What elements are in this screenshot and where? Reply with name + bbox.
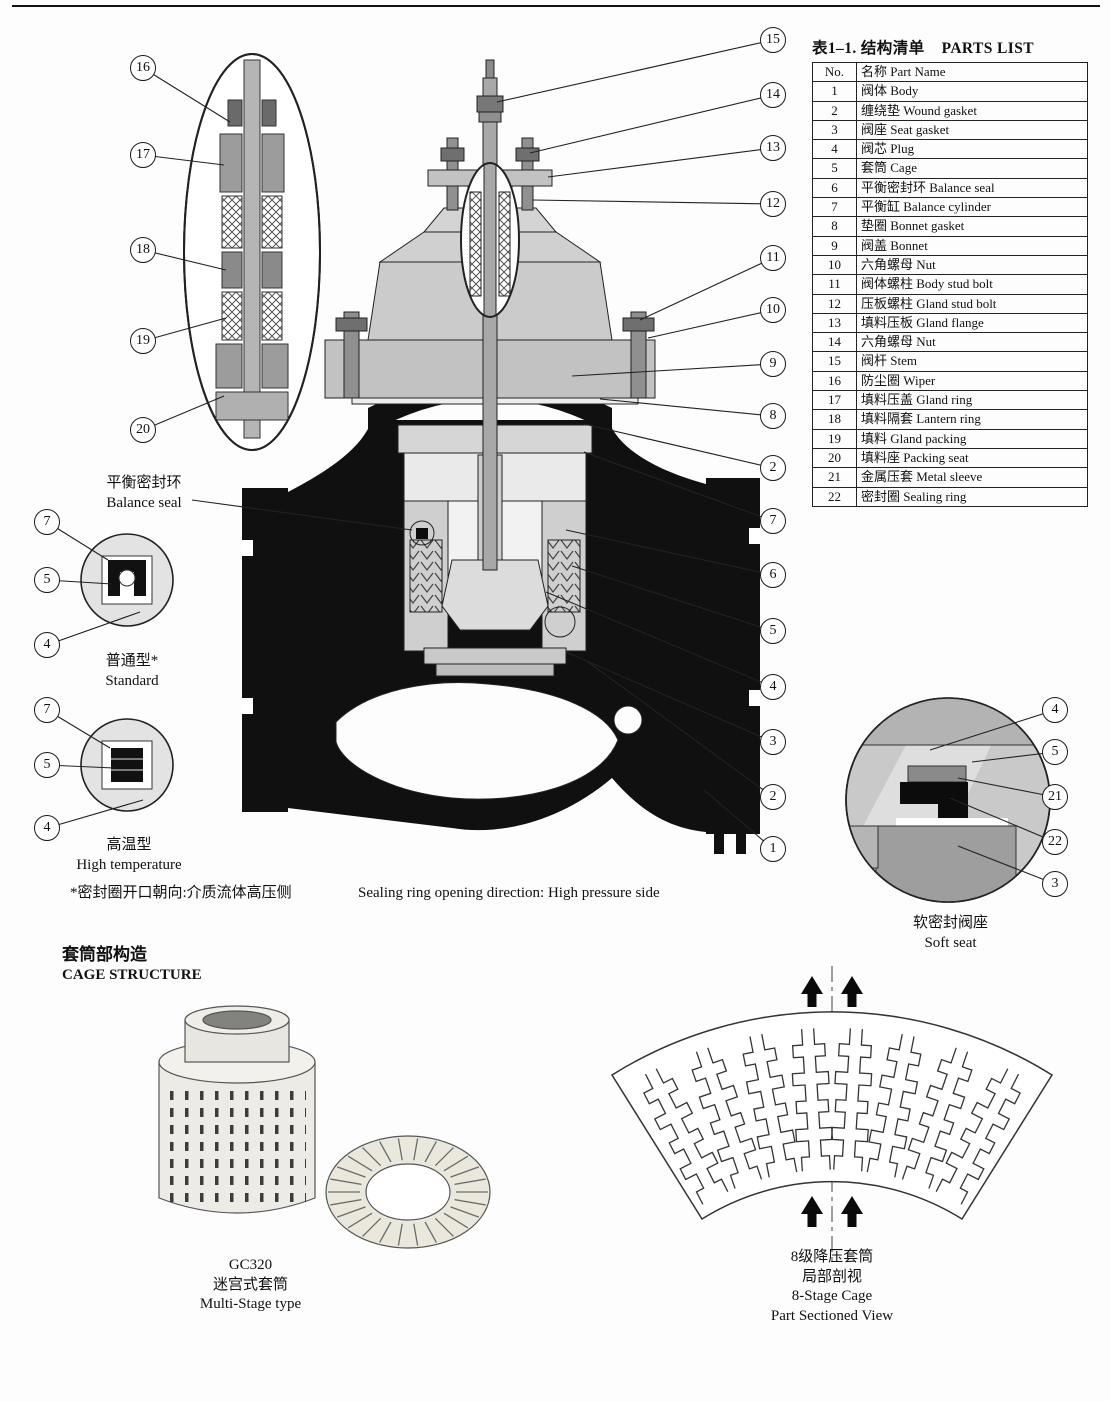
packing-part xyxy=(221,195,243,249)
balance-seal-marker xyxy=(416,528,428,539)
standard-label-en: Standard xyxy=(105,672,159,689)
standard-seal-detail xyxy=(80,533,174,627)
balance-seal-pointer-line xyxy=(191,499,413,531)
seal-note-cn: *密封圈开口朝向:介质流体高压侧 xyxy=(70,885,292,901)
gc320-model: GC320 xyxy=(228,1257,273,1273)
inlet-flange xyxy=(242,488,288,812)
standard-label: 普通型* Standard xyxy=(72,652,192,691)
cage-section-view xyxy=(610,966,1054,1262)
standard-label-cn: 普通型* xyxy=(105,653,159,669)
balance-seal-label: 平衡密封环 Balance seal xyxy=(84,474,204,513)
seat-part xyxy=(423,647,567,665)
parts-list-panel: 表1–1. 结构清单 PARTS LIST No. 名称 Part Name 1… xyxy=(812,36,1088,507)
seal-note-en: Sealing ring opening direction: High pre… xyxy=(358,885,660,901)
stage8-label-en2: Part Sectioned View xyxy=(770,1307,894,1324)
gc320-label-en: Multi-Stage type xyxy=(199,1296,302,1312)
high-temp-seal-detail xyxy=(80,718,174,812)
plug-part xyxy=(441,559,549,631)
parts-list-title: 表1–1. 结构清单 PARTS LIST xyxy=(812,36,1088,58)
gland-ring-part xyxy=(219,133,243,193)
packing-detail-view xyxy=(183,53,321,451)
cage-structure-heading-en: CAGE STRUCTURE xyxy=(62,967,202,984)
gc320-label: GC320 迷宫式套筒 Multi-Stage type xyxy=(168,1256,333,1315)
parts-header-row: No. 名称 Part Name xyxy=(812,61,1088,83)
cage-ring-drawing xyxy=(325,1135,491,1249)
high-temp-label-cn: 高温型 xyxy=(106,837,152,853)
high-temp-label-en: High temperature xyxy=(76,856,182,873)
stem-part xyxy=(482,77,498,571)
soft-seat-detail xyxy=(845,697,1051,903)
parts-list-title-en: PARTS LIST xyxy=(941,40,1034,57)
soft-seat-source-circle xyxy=(544,606,576,638)
packing-source-ellipse xyxy=(460,162,520,318)
gc320-label-cn: 迷宫式套筒 xyxy=(212,1276,288,1293)
sealing-ring-part xyxy=(900,782,968,818)
balance-seal-label-cn: 平衡密封环 xyxy=(106,475,182,491)
metal-sleeve-part xyxy=(907,765,967,783)
soft-seat-label: 软密封阀座 Soft seat xyxy=(878,914,1023,953)
stage8-label-cn1: 8级降压套筒 xyxy=(790,1249,874,1265)
stage8-label-en1: 8-Stage Cage xyxy=(791,1288,873,1304)
flow-passage xyxy=(335,682,619,800)
parts-list-title-cn: 表1–1. 结构清单 xyxy=(812,40,925,57)
packing-seat-part xyxy=(215,343,243,389)
stage8-label: 8级降压套筒 局部剖视 8-Stage Cage Part Sectioned … xyxy=(742,1248,922,1326)
valve-cross-section xyxy=(242,59,760,854)
soft-seat-label-cn: 软密封阀座 xyxy=(912,915,988,931)
cage-structure-heading: 套筒部构造 CAGE STRUCTURE xyxy=(62,944,202,986)
cage-structure-heading-cn: 套筒部构造 xyxy=(62,945,147,964)
stage8-label-cn2: 局部剖视 xyxy=(801,1268,862,1285)
leader-lines xyxy=(46,39,1056,885)
high-temp-label: 高温型 High temperature xyxy=(44,836,214,875)
nut-part xyxy=(335,317,368,332)
lantern-ring-part xyxy=(221,251,243,289)
balance-seal-label-en: Balance seal xyxy=(106,494,182,511)
col-no: No. xyxy=(812,61,857,83)
body-stud-part xyxy=(343,311,360,399)
col-name: 名称 Part Name xyxy=(856,61,1088,83)
soft-seat-part xyxy=(875,825,1017,902)
cage-cylinder-drawing xyxy=(158,1005,316,1214)
wiper-part xyxy=(227,99,243,127)
soft-seat-label-en: Soft seat xyxy=(924,934,977,951)
